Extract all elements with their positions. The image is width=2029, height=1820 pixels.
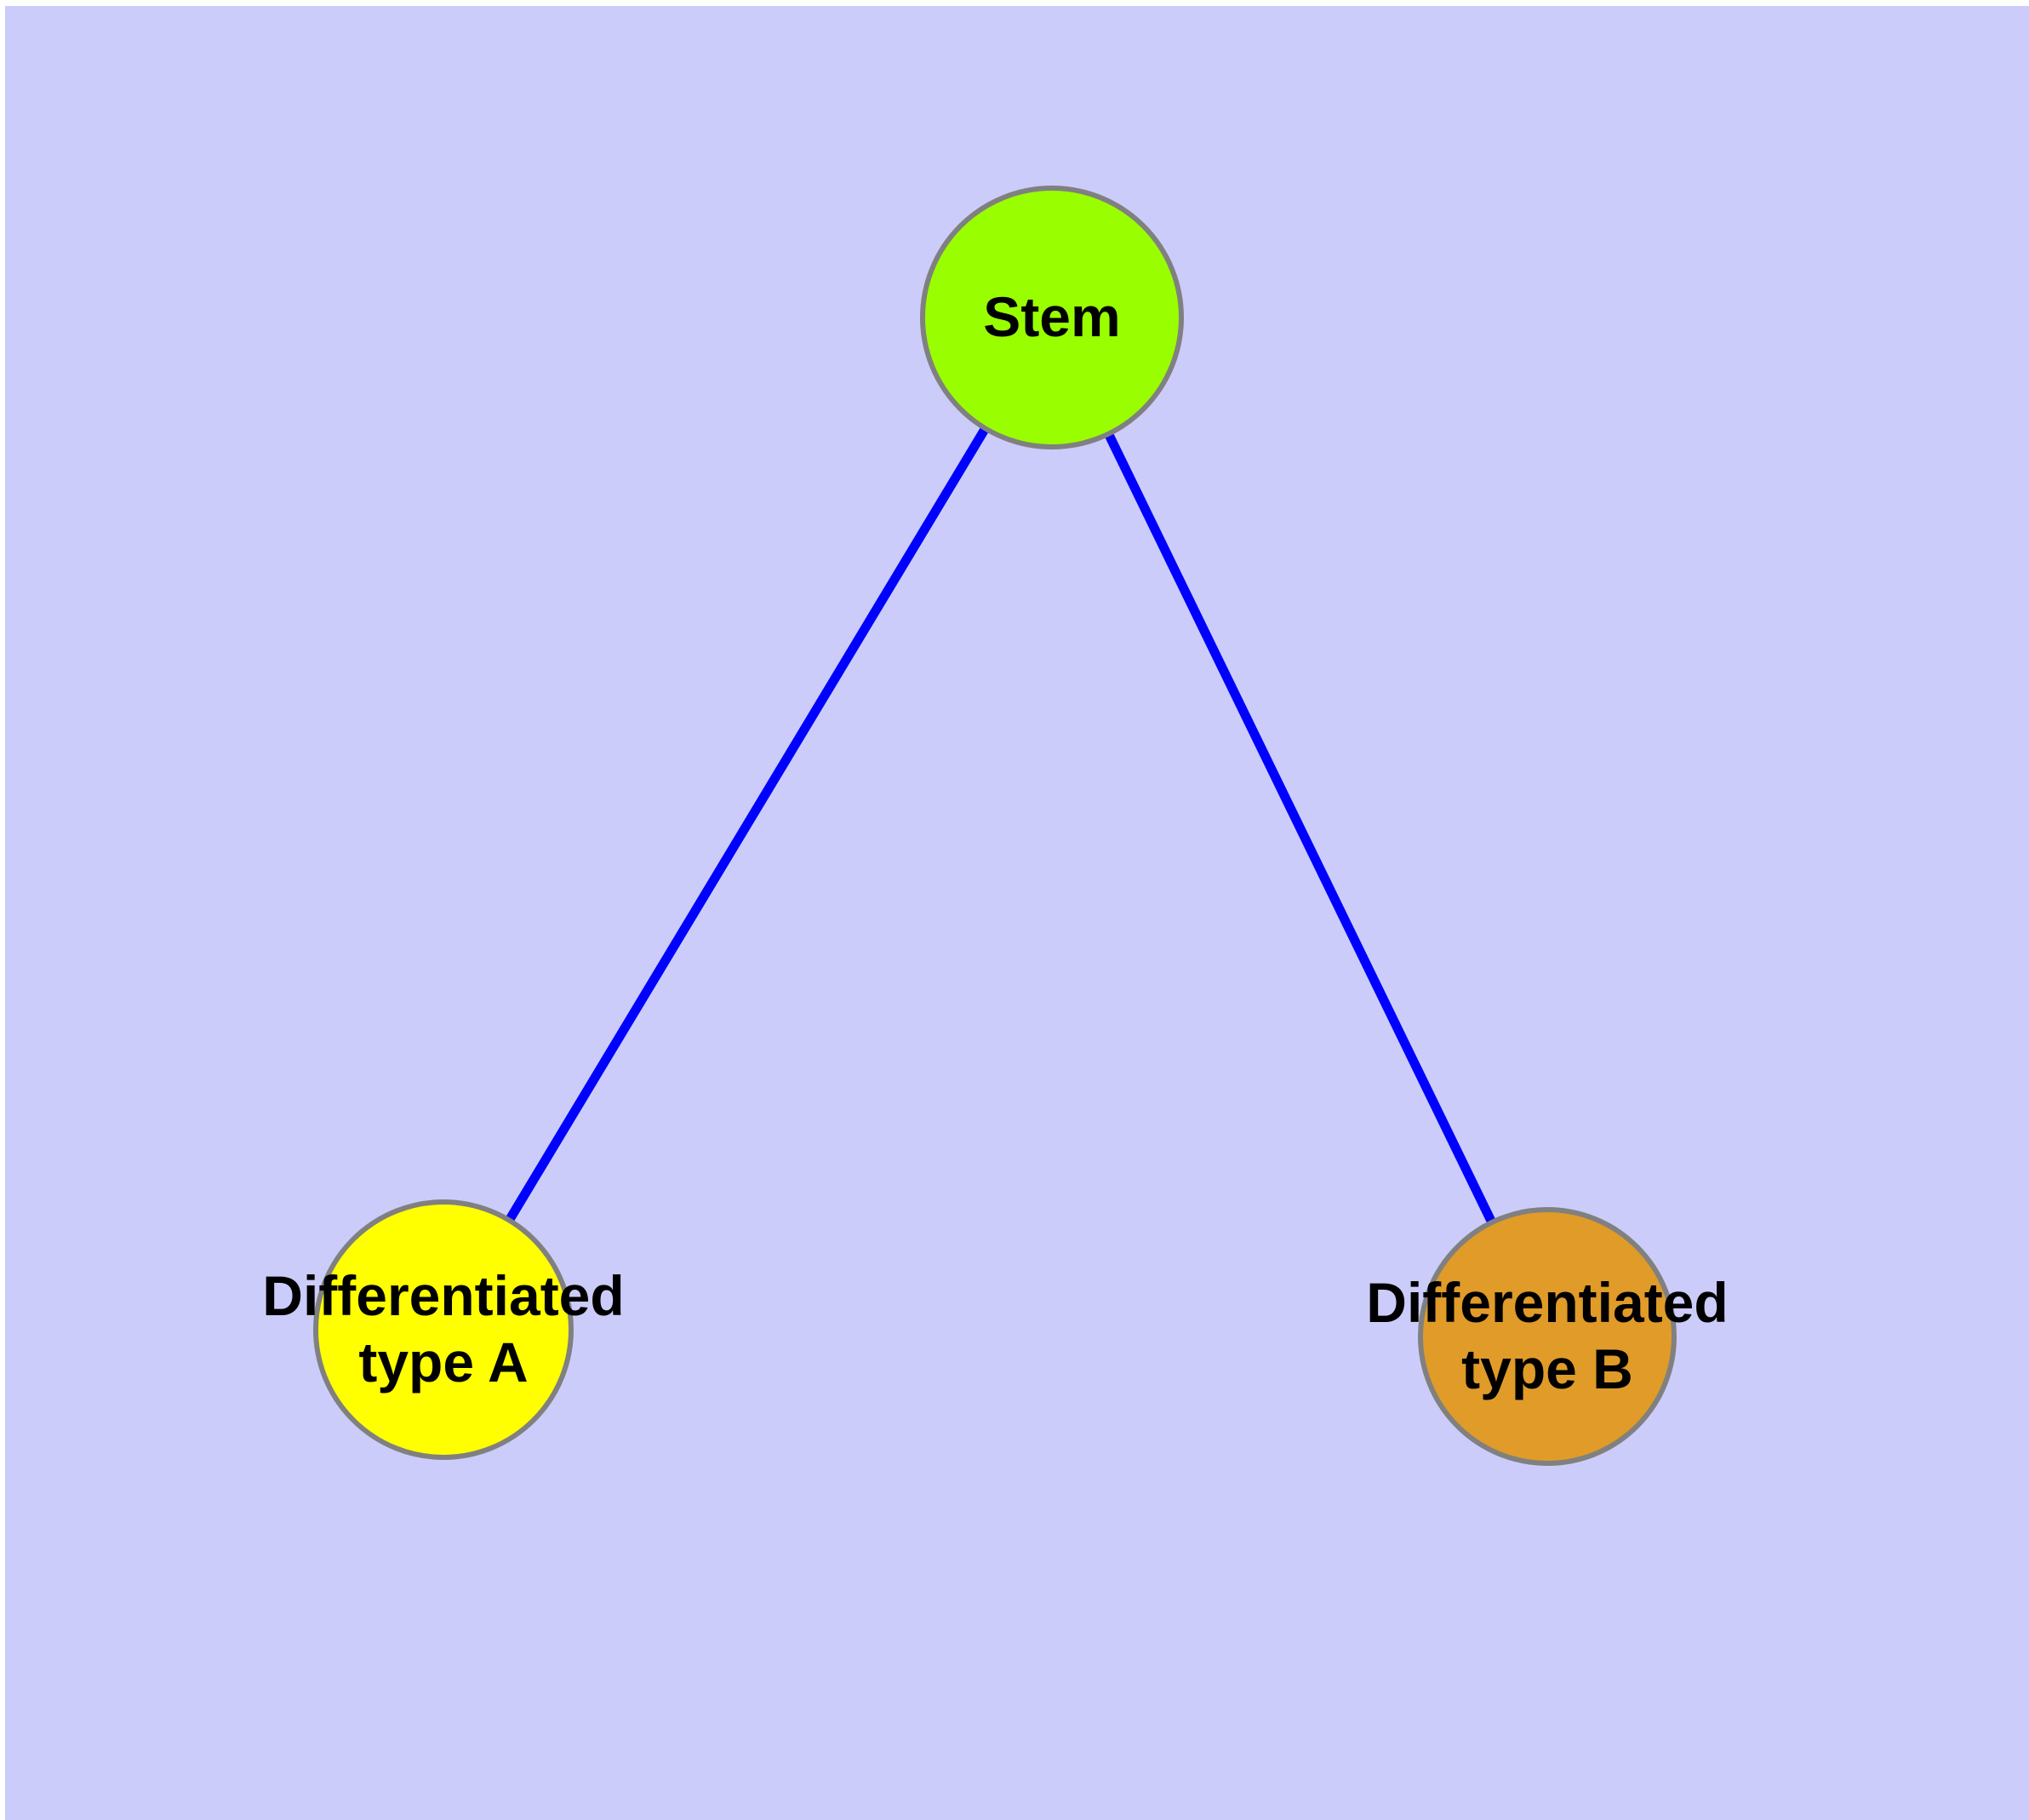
node-differentiated-type-a[interactable] <box>313 1199 574 1460</box>
node-differentiated-type-b[interactable] <box>1418 1207 1677 1466</box>
node-layer <box>313 186 1677 1466</box>
edge-stem-to-differentiated-type-b[interactable] <box>1048 315 1552 1339</box>
node-stem[interactable] <box>920 186 1184 449</box>
edge-layer <box>439 315 1552 1339</box>
edge-stem-to-differentiated-type-a[interactable] <box>439 315 1056 1332</box>
